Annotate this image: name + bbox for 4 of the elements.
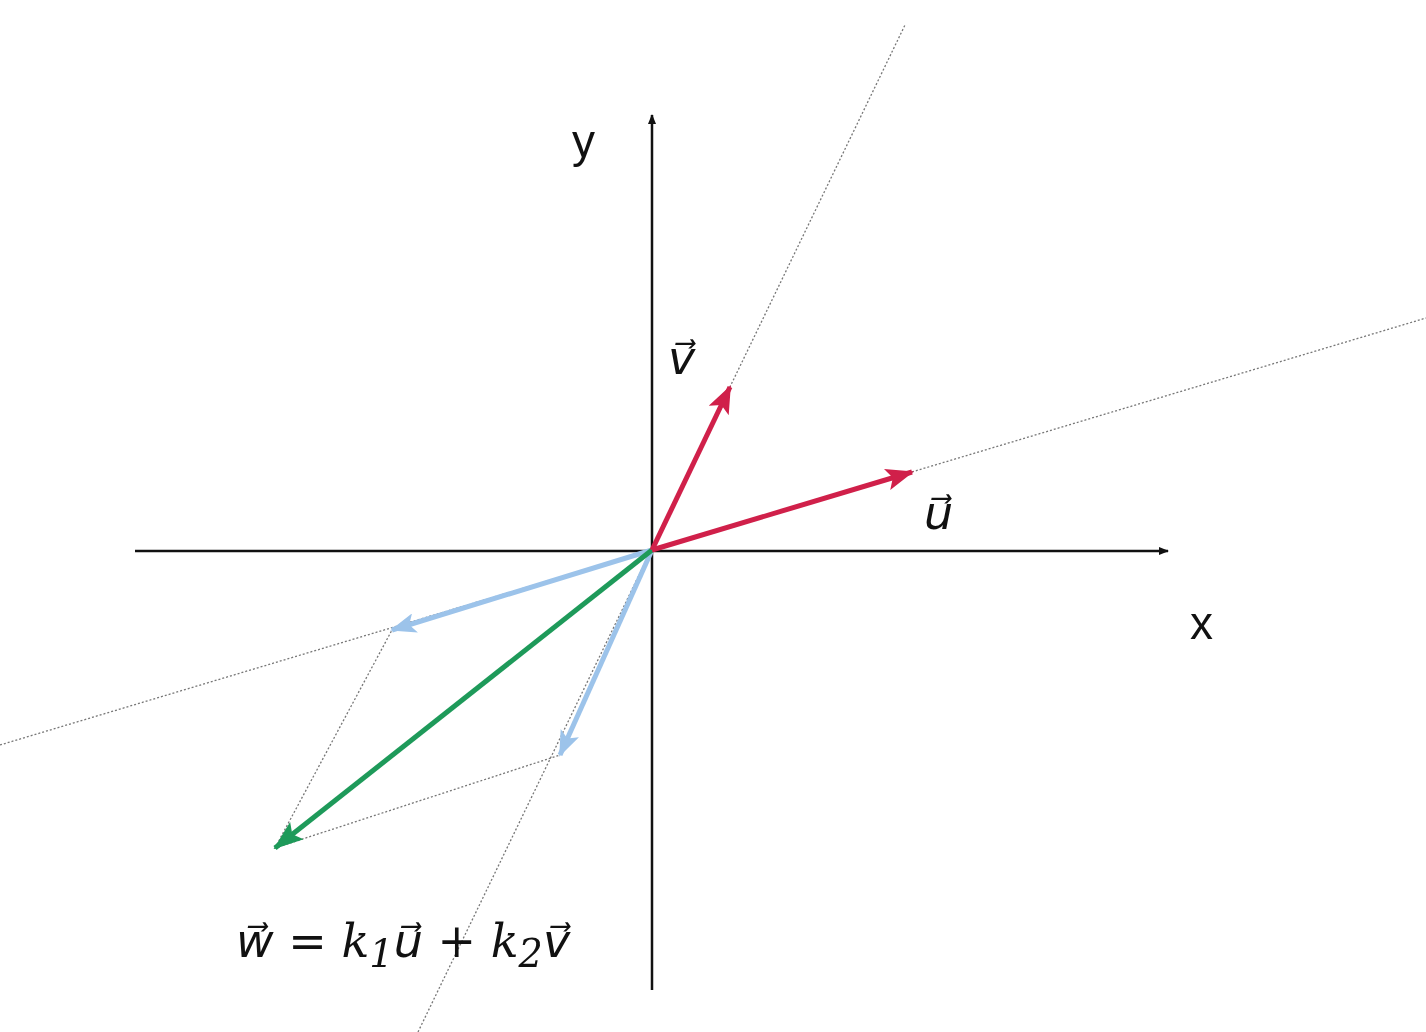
vector-label: u⃗	[924, 490, 954, 536]
axis-label: x	[1190, 600, 1213, 646]
vector-label: v⃗	[668, 335, 696, 381]
formula: w⃗ = k$_{1}$u⃗ + k$_{2}$v⃗	[236, 918, 571, 974]
